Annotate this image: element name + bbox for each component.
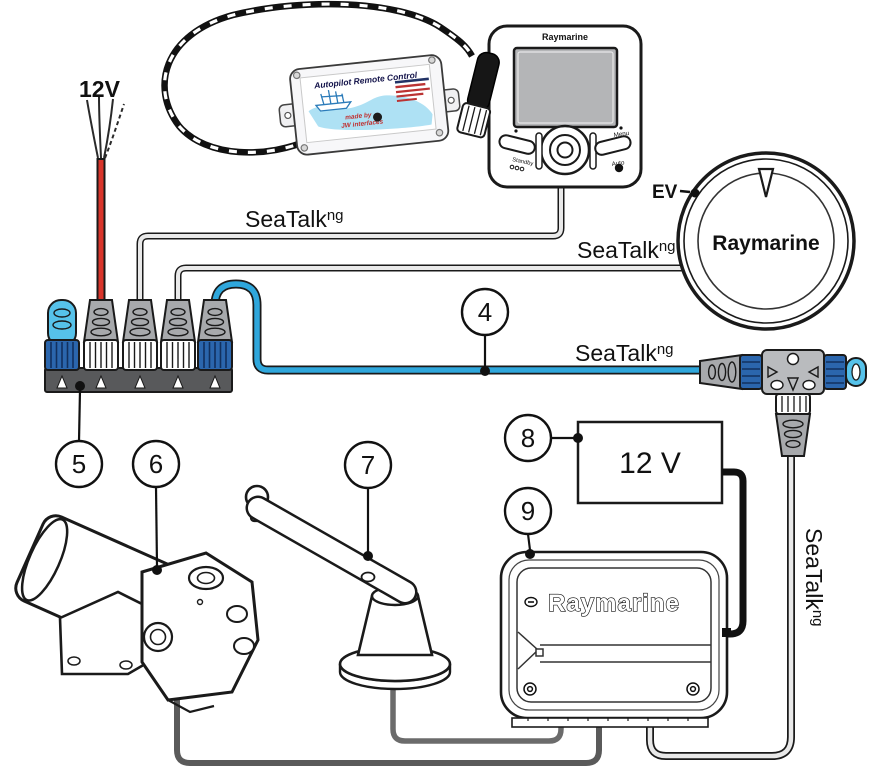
ev-brand: Raymarine xyxy=(712,232,819,255)
t-collar-left xyxy=(739,354,763,390)
callouts: 4 5 6 7 8 9 xyxy=(54,287,583,575)
remote-spec-text xyxy=(394,77,430,102)
svg-text:5: 5 xyxy=(72,449,86,479)
bare-wire-ends xyxy=(86,95,125,159)
ev-callout: EV xyxy=(652,182,700,203)
pump-head xyxy=(140,551,260,702)
t-collar-right xyxy=(823,354,847,390)
t-spur-collar xyxy=(775,393,811,415)
supply-12v-label: 12V xyxy=(79,76,121,102)
power-supply-label: 12 V xyxy=(619,447,681,480)
svg-text:6: 6 xyxy=(149,449,163,479)
ev-label: EV xyxy=(652,182,678,203)
power-cable-12v xyxy=(86,95,125,318)
seatalkng-5way-connector xyxy=(44,299,233,393)
seatalkng-label-2: SeaTalkng xyxy=(577,237,676,263)
seatalkng-labels: SeaTalkng SeaTalkng SeaTalkng SeaTalkng xyxy=(245,206,827,627)
acu-power-cable xyxy=(722,468,747,638)
svg-text:4: 4 xyxy=(478,297,492,327)
ev-heading-sensor: Raymarine xyxy=(676,151,856,331)
backbone-connector xyxy=(197,299,233,371)
pilot-control-head: Raymarine Standby Menu Auto xyxy=(487,24,643,189)
callout-8: 8 xyxy=(503,413,583,463)
autopilot-remote-control: Autopilot Remote Control made by JW inte… xyxy=(278,54,461,156)
spur-connector-ev xyxy=(160,299,196,371)
standby-button[interactable] xyxy=(498,134,536,155)
power-supply-box: 12 V xyxy=(576,420,724,505)
svg-text:7: 7 xyxy=(361,450,375,480)
hydraulic-pump xyxy=(14,514,260,714)
wave-graphic xyxy=(308,95,433,131)
remote-byline-2: JW interfaces xyxy=(341,118,384,129)
callout-9: 9 xyxy=(503,486,553,559)
seatalkng-label-vertical: SeaTalkng xyxy=(801,528,827,627)
menu-label: Menu xyxy=(613,130,630,139)
svg-text:8: 8 xyxy=(521,423,535,453)
menu-auto-button[interactable] xyxy=(594,135,632,156)
spur-connector-head xyxy=(122,299,158,371)
head-indicator-dot xyxy=(614,163,624,173)
acu-unit: Raymarine xyxy=(499,550,731,728)
terminator-plug-left xyxy=(44,299,80,371)
callout-7: 7 xyxy=(343,440,393,561)
callout-4: 4 xyxy=(460,287,510,376)
remote-cable-plug xyxy=(456,51,500,139)
acu-screws xyxy=(523,682,700,696)
acu-power-socket xyxy=(722,628,731,637)
seatalkng-t-piece xyxy=(699,349,867,457)
boat-graphic xyxy=(314,89,353,112)
backbone-cable-end xyxy=(699,354,743,390)
acu-groove xyxy=(517,631,711,670)
control-head-brand: Raymarine xyxy=(542,32,588,42)
callout-5: 5 xyxy=(54,381,104,489)
rudder-sensor-cable xyxy=(390,685,564,744)
remote-byline-1: made by xyxy=(345,112,372,122)
auto-label: Auto xyxy=(611,159,625,168)
remote-button xyxy=(373,112,383,122)
seatalkng-label-1: SeaTalkng xyxy=(245,206,344,232)
acu-brand: Raymarine xyxy=(548,590,680,617)
standby-label: Standby xyxy=(512,157,534,167)
acu-cable-gland-strip xyxy=(511,717,709,728)
terminator-plug-right xyxy=(845,357,867,387)
rudder-reference-sensor xyxy=(244,484,452,691)
seatalkng-label-3: SeaTalkng xyxy=(575,340,674,366)
pump-cable xyxy=(174,660,602,766)
power-connector xyxy=(83,299,119,371)
control-head-screen xyxy=(512,46,619,129)
svg-text:9: 9 xyxy=(521,496,535,526)
remote-screws xyxy=(292,56,444,152)
callout-6: 6 xyxy=(131,439,181,575)
t-spur-connector xyxy=(775,413,811,457)
ev-index-mark xyxy=(757,167,775,198)
